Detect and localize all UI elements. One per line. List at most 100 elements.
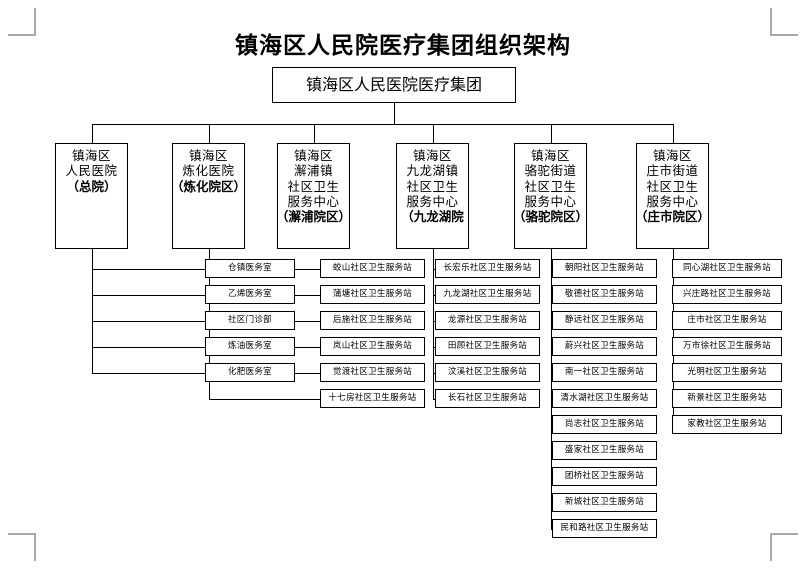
leaf-node[interactable]: 蒲塘社区卫生服务站	[320, 285, 425, 304]
leaf-node[interactable]: 敬德社区卫生服务站	[552, 285, 657, 304]
branch-node-line: 服务中心	[524, 193, 577, 209]
leaf-node-label: 田顾社区卫生服务站	[447, 341, 528, 352]
branch-node-line: 镇海区	[71, 148, 111, 163]
leaf-node-label: 尚志社区卫生服务站	[564, 419, 645, 430]
branch-node-line: 镇海区	[652, 148, 692, 163]
leaf-node[interactable]: 光明社区卫生服务站	[672, 363, 782, 382]
leaf-node[interactable]: 化肥医务室	[205, 363, 295, 382]
branch-node-line: 服务中心	[406, 193, 459, 209]
branch-node-line: 社区卫生	[524, 178, 577, 194]
leaf-node[interactable]: 长石社区卫生服务站	[435, 389, 540, 408]
leaf-node[interactable]: 十七房社区卫生服务站	[320, 389, 425, 408]
connector-trunk-zhuangshi	[672, 249, 674, 425]
leaf-node-label: 万市徐社区卫生服务站	[682, 341, 771, 352]
branch-node-line: 庄市街道	[646, 163, 699, 179]
branch-node-line: 澥浦镇	[293, 163, 333, 179]
connector-leaf-luotuo-9	[550, 502, 552, 504]
leaf-node-label: 兴庄路社区卫生服务站	[682, 289, 771, 300]
leaf-node-label: 仓镇医务室	[227, 263, 272, 274]
leaf-node[interactable]: 蔚兴社区卫生服务站	[552, 337, 657, 356]
leaf-node-label: 乙烯医务室	[227, 289, 272, 300]
leaf-node[interactable]: 汶溪社区卫生服务站	[435, 363, 540, 382]
connector-branch-drop-zonghe	[91, 124, 93, 143]
branch-node-lianhua[interactable]: 镇海区炼化医院（炼化院区）	[171, 143, 247, 249]
leaf-node[interactable]: 兴庄路社区卫生服务站	[672, 285, 782, 304]
connector-leaf-zonghe-4	[91, 372, 205, 374]
leaf-node[interactable]: 盛家社区卫生服务站	[552, 441, 657, 460]
leaf-node[interactable]: 尚志社区卫生服务站	[552, 415, 657, 434]
crop-mark-bottom-left	[8, 533, 36, 561]
leaf-node-label: 团桥社区卫生服务站	[564, 471, 645, 482]
branch-node-campus-label: （炼化院区）	[171, 178, 247, 194]
connector-leaf-jiulonghu-1	[432, 294, 435, 296]
branch-node-line: 镇海区	[412, 148, 452, 163]
branch-node-campus-label: （骆驼院区）	[513, 209, 589, 224]
connector-leaf-luotuo-1	[550, 294, 552, 296]
leaf-node[interactable]: 家教社区卫生服务站	[672, 415, 782, 434]
leaf-node-label: 南一社区卫生服务站	[564, 367, 645, 378]
leaf-node-label: 九龙湖社区卫生服务站	[443, 289, 532, 300]
leaf-node[interactable]: 同心湖社区卫生服务站	[672, 259, 782, 278]
root-node-label: 镇海区人民医院医疗集团	[305, 75, 482, 95]
leaf-node[interactable]: 新景社区卫生服务站	[672, 389, 782, 408]
connector-branch-drop-luotuo	[550, 124, 552, 143]
leaf-node[interactable]: 乙烯医务室	[205, 285, 295, 304]
leaf-node-label: 新城社区卫生服务站	[564, 497, 645, 508]
leaf-node-label: 炼油医务室	[227, 341, 272, 352]
leaf-node[interactable]: 后施社区卫生服务站	[320, 311, 425, 330]
leaf-node[interactable]: 觉渡社区卫生服务站	[320, 363, 425, 382]
leaf-node[interactable]: 蛟山社区卫生服务站	[320, 259, 425, 278]
leaf-node-label: 敬德社区卫生服务站	[564, 289, 645, 300]
leaf-node[interactable]: 新城社区卫生服务站	[552, 493, 657, 512]
leaf-node[interactable]: 社区门诊部	[205, 311, 295, 330]
branch-node-luotuo[interactable]: 镇海区骆驼街道社区卫生服务中心（骆驼院区）	[513, 143, 589, 249]
leaf-node[interactable]: 长宏乐社区卫生服务站	[435, 259, 540, 278]
connector-leaf-luotuo-4	[550, 372, 552, 374]
connector-leaf-luotuo-6	[550, 424, 552, 426]
branch-node-line: 服务中心	[646, 193, 699, 209]
connector-leaf-jiulonghu-3	[432, 346, 435, 348]
leaf-node[interactable]: 民和路社区卫生服务站	[552, 519, 657, 538]
connector-leaf-luotuo-0	[550, 268, 552, 270]
branch-node-jiulonghu[interactable]: 镇海区九龙湖镇社区卫生服务中心（九龙湖院	[396, 143, 469, 249]
leaf-node[interactable]: 万市徐社区卫生服务站	[672, 337, 782, 356]
connector-leaf-jiulonghu-4	[432, 372, 435, 374]
branch-node-line: 社区卫生	[406, 178, 459, 194]
leaf-node[interactable]: 静远社区卫生服务站	[552, 311, 657, 330]
leaf-node[interactable]: 仓镇医务室	[205, 259, 295, 278]
leaf-node[interactable]: 炼油医务室	[205, 337, 295, 356]
leaf-node-label: 新景社区卫生服务站	[687, 393, 767, 404]
leaf-node-label: 长石社区卫生服务站	[447, 393, 528, 404]
leaf-node-label: 岚山社区卫生服务站	[332, 341, 413, 352]
connector-branch-drop-zhuangshi	[672, 124, 674, 143]
leaf-node[interactable]: 岚山社区卫生服务站	[320, 337, 425, 356]
root-node-box: 镇海区人民医院医疗集团	[272, 67, 516, 103]
leaf-node-label: 社区门诊部	[227, 315, 272, 326]
leaf-node-label: 龙源社区卫生服务站	[447, 315, 528, 326]
connector-leaf-lianhua-5	[208, 398, 320, 400]
branch-node-xiepu[interactable]: 镇海区澥浦镇社区卫生服务中心（澥浦院区）	[276, 143, 351, 249]
branch-node-campus-label: （庄市院区）	[635, 209, 711, 224]
leaf-node[interactable]: 清水湖社区卫生服务站	[552, 389, 657, 408]
branch-node-zonghe[interactable]: 镇海区人民医院（总院）	[55, 143, 128, 249]
leaf-node[interactable]: 南一社区卫生服务站	[552, 363, 657, 382]
leaf-node[interactable]: 田顾社区卫生服务站	[435, 337, 540, 356]
crop-mark-top-left	[8, 8, 36, 36]
page-title: 镇海区人民院医疗集团组织架构	[235, 32, 571, 59]
leaf-node[interactable]: 九龙湖社区卫生服务站	[435, 285, 540, 304]
connector-leaf-zonghe-0	[91, 268, 205, 270]
leaf-node-label: 庄市社区卫生服务站	[687, 315, 767, 326]
leaf-node-label: 静远社区卫生服务站	[564, 315, 645, 326]
leaf-node[interactable]: 庄市社区卫生服务站	[672, 311, 782, 330]
connector-leaf-luotuo-8	[550, 476, 552, 478]
leaf-node[interactable]: 龙源社区卫生服务站	[435, 311, 540, 330]
connector-leaf-luotuo-10	[550, 528, 552, 530]
branch-node-line: 人民医院	[65, 163, 118, 179]
branch-node-zhuangshi[interactable]: 镇海区庄市街道社区卫生服务中心（庄市院区）	[635, 143, 711, 249]
leaf-node-label: 化肥医务室	[227, 367, 272, 378]
connector-trunk-luotuo	[550, 249, 552, 529]
branch-node-line: 社区卫生	[287, 178, 340, 194]
leaf-node[interactable]: 团桥社区卫生服务站	[552, 467, 657, 486]
leaf-node[interactable]: 朝阳社区卫生服务站	[552, 259, 657, 278]
